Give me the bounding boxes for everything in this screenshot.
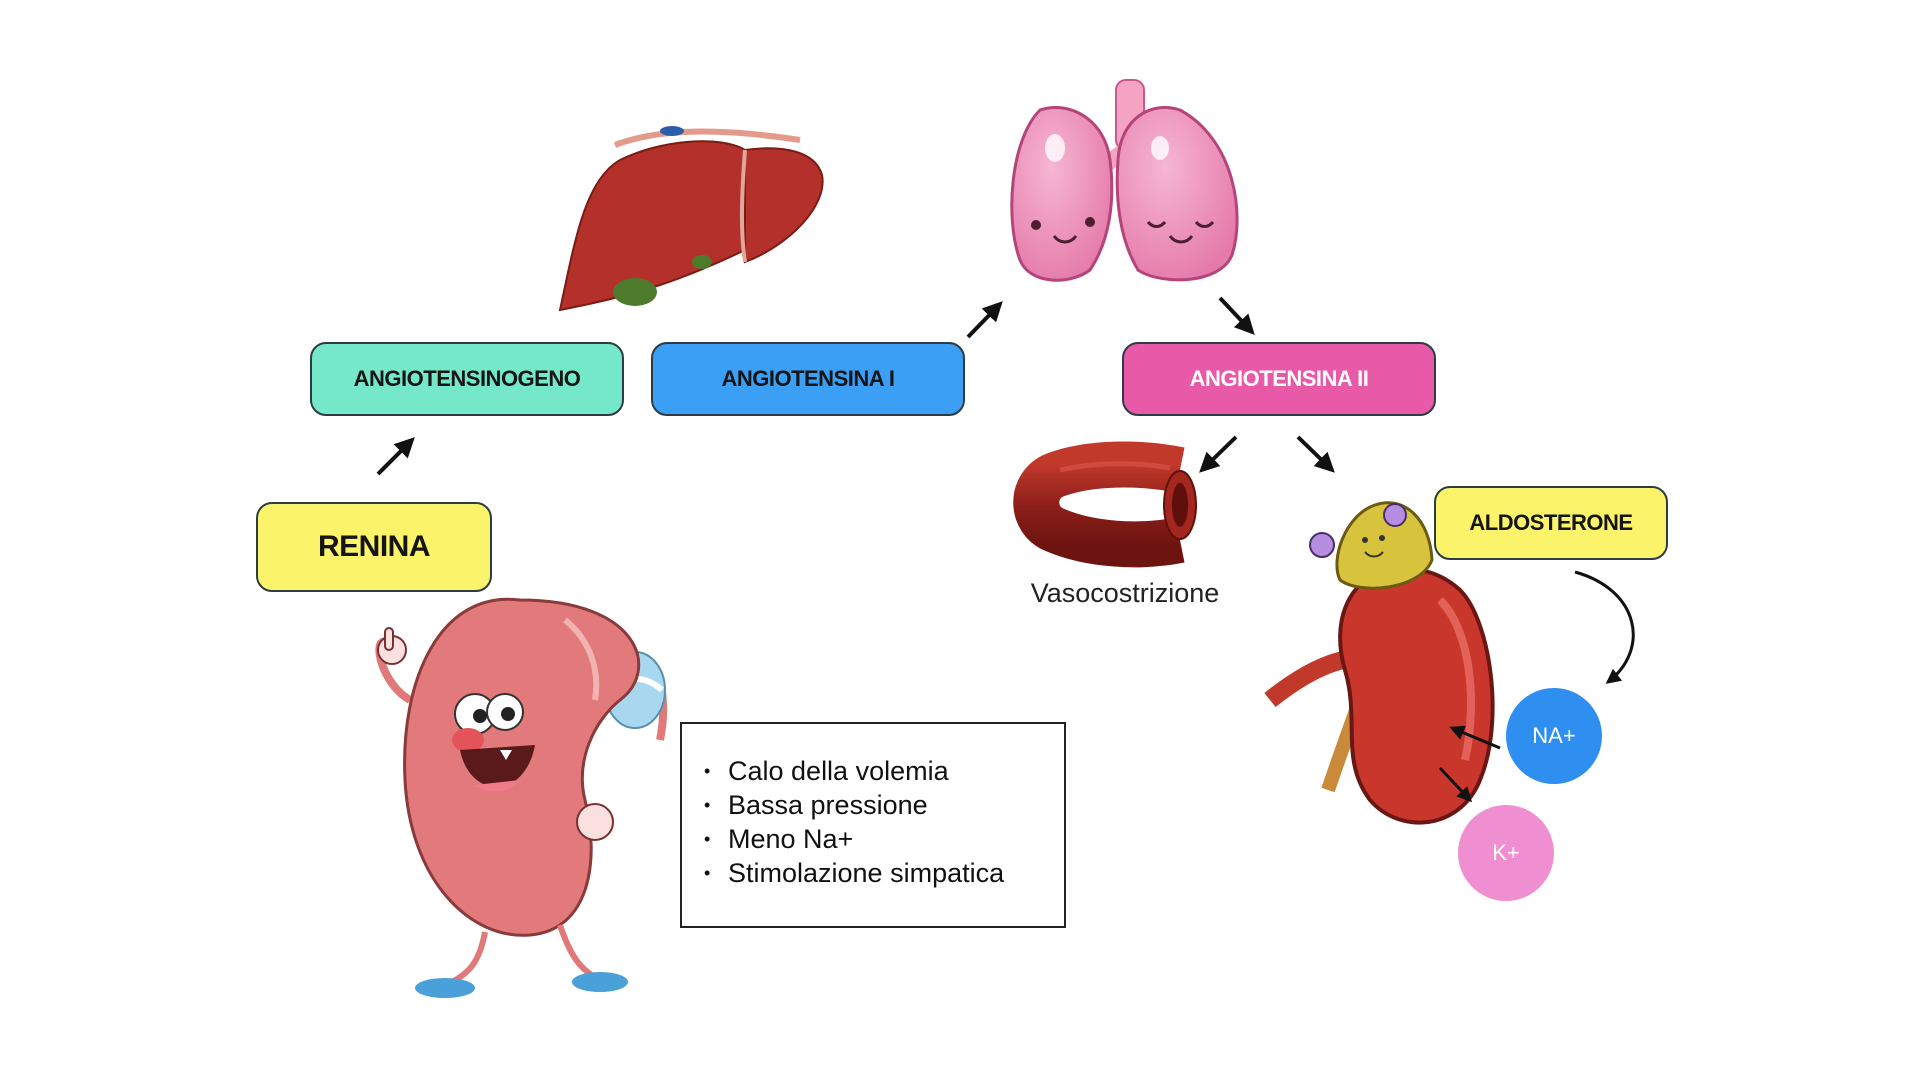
aldosterone-box: ALDOSTERONE xyxy=(1434,486,1668,560)
arrow-renina-to-angiotensinogeno xyxy=(376,437,415,476)
kidney-character-illustration xyxy=(375,597,668,998)
cause-item: Bassa pressione xyxy=(704,788,1064,822)
kidney-adrenal-illustration xyxy=(1264,501,1495,825)
arrow-angiotensina1-to-lungs xyxy=(966,301,1003,339)
cause-item: Calo della volemia xyxy=(704,754,1064,788)
causes-box: Calo della volemia Bassa pressione Meno … xyxy=(680,722,1066,928)
angiotensinogeno-box: ANGIOTENSINOGENO xyxy=(310,342,624,416)
angiotensina-2-box: ANGIOTENSINA II xyxy=(1122,342,1436,416)
arrow-aldosterone-to-na xyxy=(1574,570,1635,684)
angiotensina-1-box: ANGIOTENSINA I xyxy=(651,342,965,416)
arrow-kidney-to-k xyxy=(1438,766,1473,803)
na-ion-circle: NA+ xyxy=(1506,688,1602,784)
arrows xyxy=(376,296,1635,803)
arrow-na-to-kidney xyxy=(1449,725,1501,750)
arrow-lungs-to-angiotensina2 xyxy=(1218,296,1255,335)
lungs-illustration xyxy=(1010,79,1239,282)
renina-box: RENINA xyxy=(256,502,492,592)
vasocostrizione-caption: Vasocostrizione xyxy=(1030,578,1220,608)
arrow-to-vasocostrizione xyxy=(1199,435,1238,473)
causes-list: Calo della volemia Bassa pressione Meno … xyxy=(682,724,1064,890)
cause-item: Meno Na+ xyxy=(704,822,1064,856)
k-ion-circle: K+ xyxy=(1458,805,1554,901)
arrow-to-adrenal xyxy=(1296,435,1335,473)
blood-vessel-illustration xyxy=(1013,441,1197,568)
cause-item: Stimolazione simpatica xyxy=(704,856,1064,890)
liver-illustration xyxy=(558,126,824,312)
